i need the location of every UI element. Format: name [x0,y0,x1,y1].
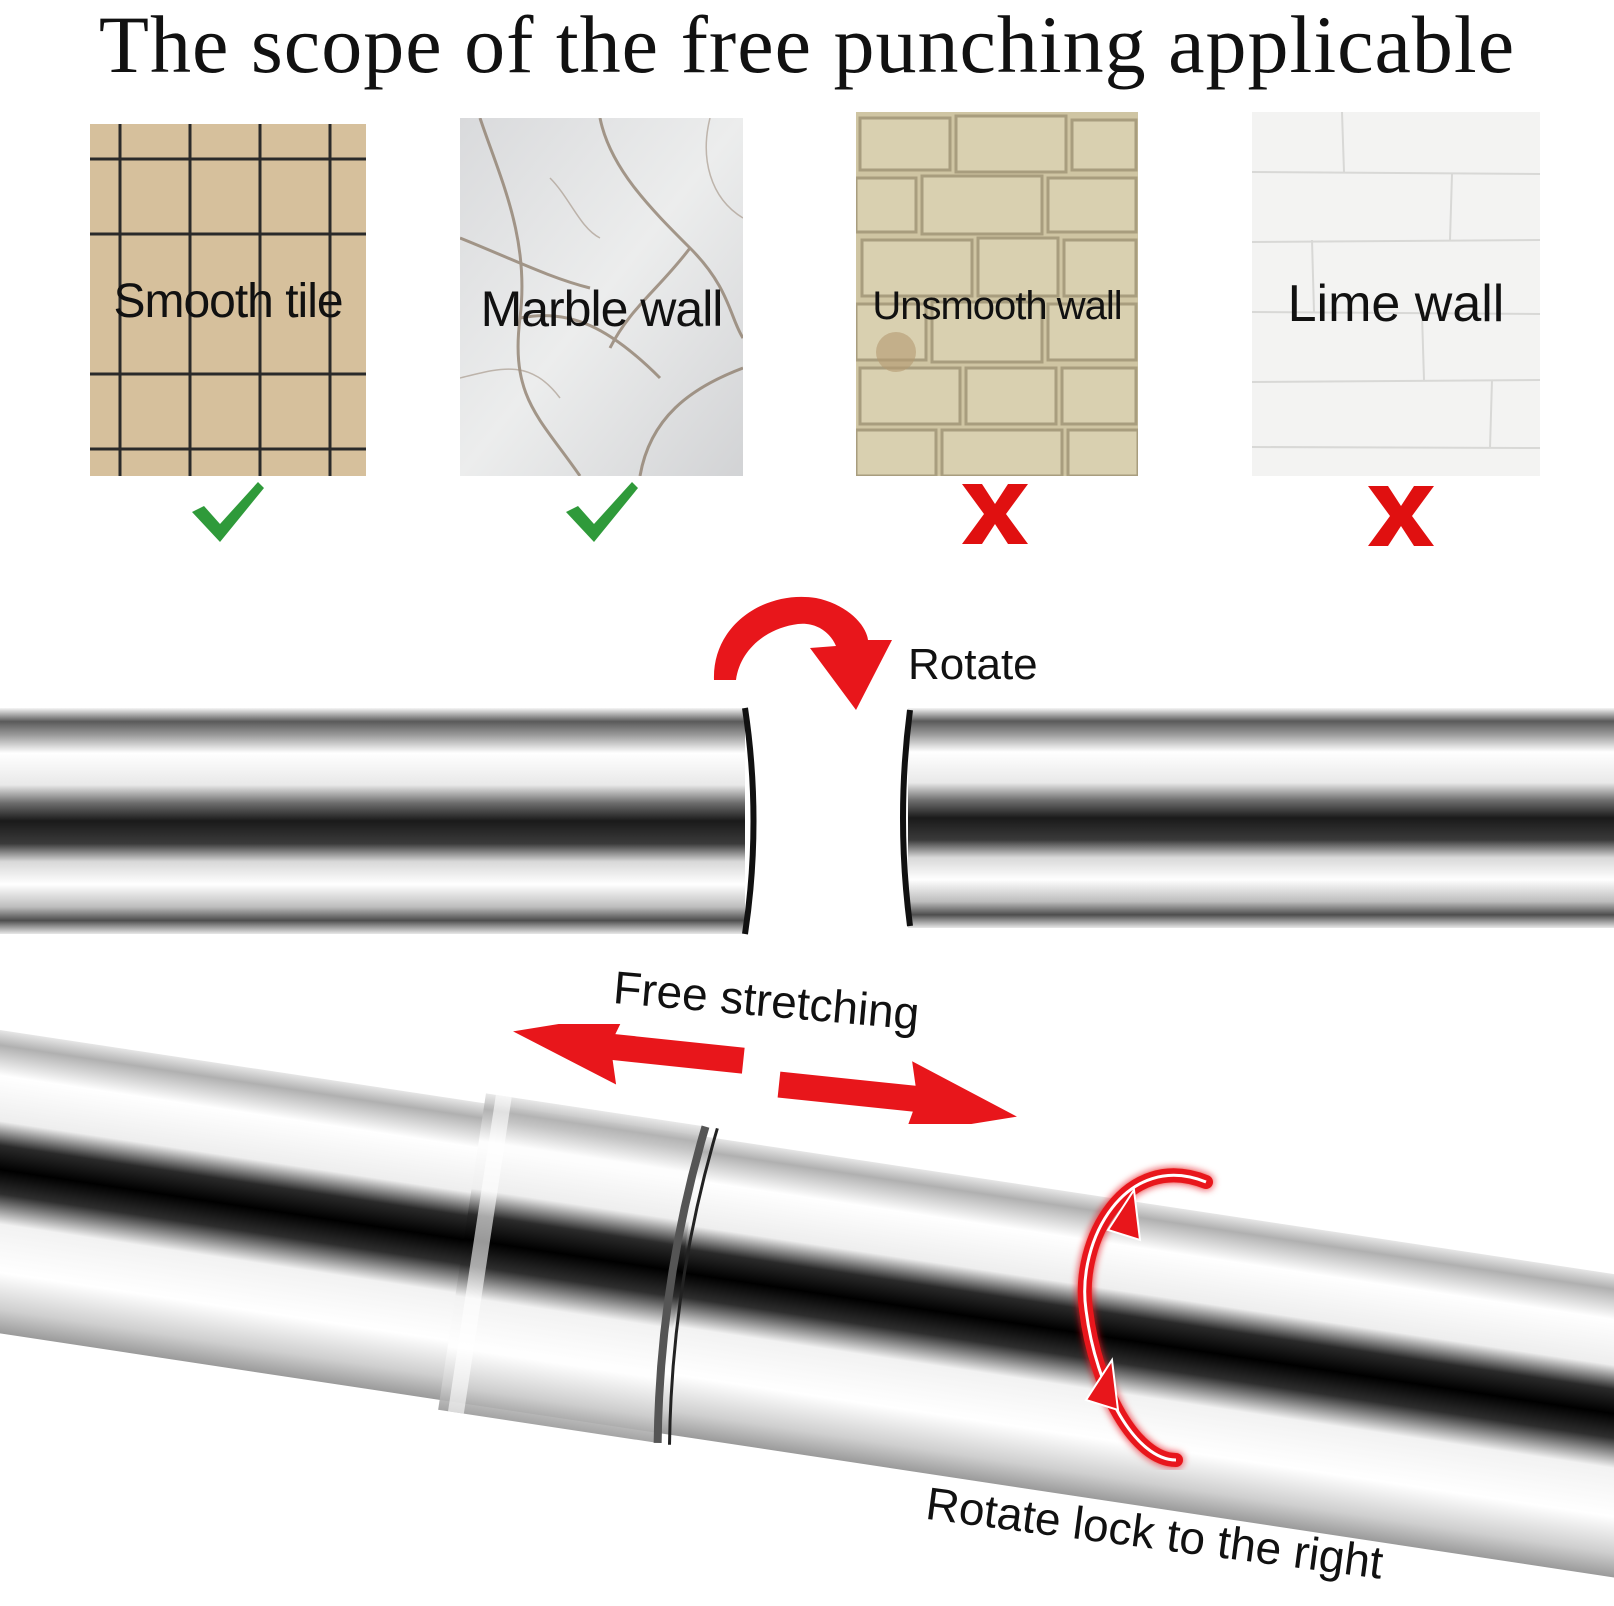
surface-label: Marble wall [480,281,724,337]
tube-left [0,708,745,934]
surface-label: Lime wall [1287,275,1505,333]
surface-label: Unsmooth wall [872,284,1122,328]
surface-unsmooth-wall: Unsmooth wall [856,112,1138,476]
lime-texture [1252,112,1540,476]
marble-texture [460,118,743,476]
check-icon [192,482,264,542]
double-arrow-icon [513,1024,1017,1124]
curved-arrow-icon [713,596,892,710]
rotate-caption: Rotate [908,640,1038,689]
stone-texture [856,112,1138,476]
surface-lime-wall: Lime wall [1252,112,1540,476]
tube-right [908,708,1614,928]
circular-arrow-icon [1077,1168,1213,1467]
surface-smooth-tile: Smooth tile [90,124,366,476]
cross-icon [1368,486,1434,546]
check-icon [566,482,638,542]
surface-label: Smooth tile [113,275,343,328]
rod-outer [0,1024,1614,1584]
page-title: The scope of the free punching applicabl… [98,0,1516,90]
tile-texture [90,124,366,476]
cross-icon [962,484,1028,544]
rod-collar [438,1093,704,1443]
surface-marble-wall: Marble wall [460,118,743,476]
